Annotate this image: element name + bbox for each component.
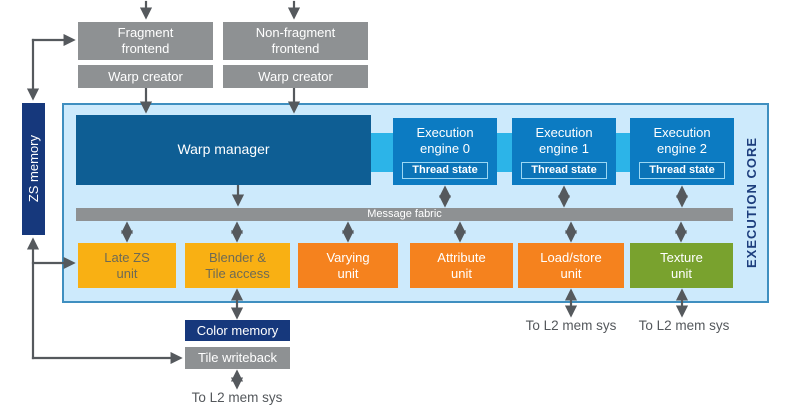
gpu-architecture-diagram: Fragment frontend Non-fragment frontend … xyxy=(22,0,769,405)
connector-arrows xyxy=(26,0,689,390)
